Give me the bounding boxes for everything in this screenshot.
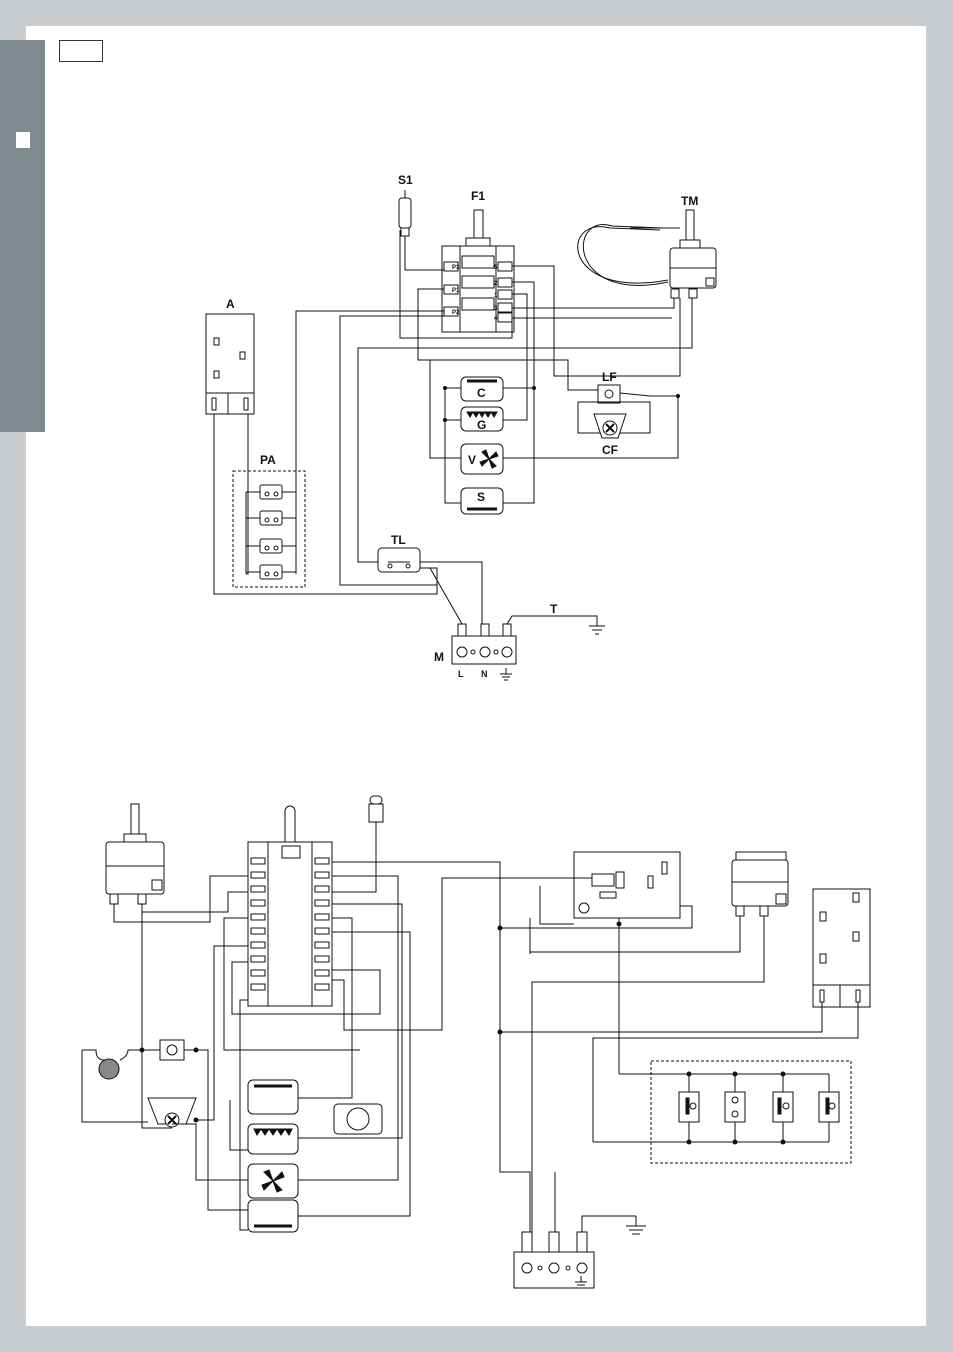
bottom-right-thermostat — [732, 852, 788, 916]
label-pa: PA — [260, 453, 276, 467]
label-g: G — [477, 418, 486, 432]
label-t: T — [550, 602, 558, 616]
label-a: A — [226, 297, 235, 311]
label-p2: P2 — [452, 310, 460, 316]
label-tm: TM — [681, 194, 698, 208]
label-s1: S1 — [398, 173, 413, 187]
m-terminal-block: M L N T — [434, 602, 605, 680]
f1-selector-switch: F1 P3 P1 P2 5 2 1 3 4 — [442, 189, 514, 332]
bottom-safety-box — [574, 852, 680, 918]
bottom-wiring-diagram — [82, 796, 870, 1288]
tl-safety-thermostat: TL — [378, 533, 420, 572]
label-p1: P1 — [452, 288, 460, 294]
label-l: L — [458, 669, 464, 679]
pa-switch-group: PA — [233, 453, 305, 587]
label-f1: F1 — [471, 189, 485, 203]
top-wiring-diagram: S1 F1 P3 P1 P2 5 2 1 3 — [206, 173, 716, 680]
label-n: N — [481, 669, 488, 679]
label-tl: TL — [391, 533, 406, 547]
bottom-thermostat — [106, 804, 164, 904]
label-c: C — [477, 386, 486, 400]
label-p3: P3 — [452, 265, 460, 271]
tm-thermostat: TM — [578, 194, 716, 298]
label-cf: CF — [602, 443, 618, 457]
heating-elements: C G V S — [461, 377, 503, 514]
lf-lamp-cf-fan: LF CF — [578, 370, 650, 457]
bottom-socket-block — [813, 889, 870, 1007]
label-m: M — [434, 650, 444, 664]
bottom-door-switches — [593, 1061, 851, 1163]
a-socket-block: A — [206, 297, 254, 414]
label-s: S — [477, 490, 485, 504]
bottom-probe — [369, 796, 383, 840]
label-v: V — [468, 453, 476, 467]
bottom-lamp-fan — [82, 1040, 196, 1127]
bottom-selector-switch — [248, 806, 332, 1006]
bottom-heating-elements — [248, 1080, 382, 1232]
s1-component: S1 — [398, 173, 413, 236]
bottom-terminal-block — [514, 1216, 646, 1288]
label-lf: LF — [602, 370, 617, 384]
